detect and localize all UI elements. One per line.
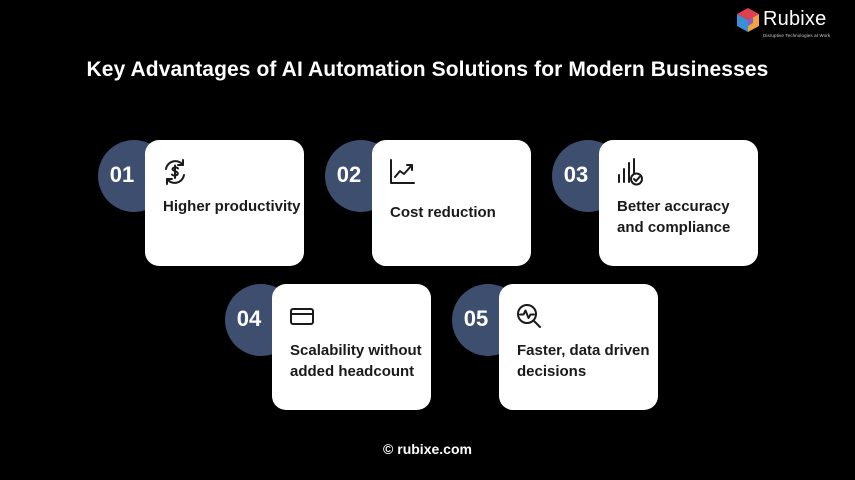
cube-logo-icon — [737, 8, 759, 32]
advantage-label: Faster, data driven decisions — [517, 342, 650, 380]
advantage-label: Scalability without added headcount — [290, 342, 422, 380]
card-icon — [290, 308, 314, 325]
advantage-item-01: 01 Higher productivity — [98, 140, 304, 266]
advantage-label: Better accuracy and compliance — [617, 198, 731, 236]
brand-tagline: Disruptive Technologies at Work — [763, 33, 831, 38]
advantage-card: Higher productivity — [145, 140, 304, 266]
item-number: 05 — [463, 306, 489, 331]
bars-check-icon — [618, 158, 643, 186]
advantage-item-04: 04 Scalability without added headcount — [225, 284, 431, 410]
advantage-card: Cost reduction — [372, 140, 531, 266]
advantage-item-03: 03 Better accuracy and compliance — [552, 140, 758, 266]
advantage-label: Higher productivity — [163, 198, 301, 215]
advantage-item-05: 05 Faster, data driven decisions — [452, 284, 658, 410]
footer-copyright: © rubixe.com — [383, 441, 472, 457]
advantage-card: Better accuracy and compliance — [599, 140, 758, 266]
dollar-cycle-icon — [165, 159, 185, 185]
item-number: 04 — [236, 306, 262, 331]
trend-chart-icon — [390, 159, 415, 184]
item-number: 03 — [563, 162, 589, 187]
page-title: Key Advantages of AI Automation Solution… — [86, 58, 769, 81]
advantage-card: Faster, data driven decisions — [499, 284, 658, 410]
advantage-label: Cost reduction — [390, 204, 496, 221]
item-number: 02 — [336, 162, 362, 187]
advantage-card: Scalability without added headcount — [272, 284, 431, 410]
brand-logo: Rubixe Disruptive Technologies at Work — [736, 6, 846, 40]
magnifier-pulse-icon — [517, 304, 541, 328]
advantage-item-02: 02 Cost reduction — [325, 140, 531, 266]
item-number: 01 — [109, 162, 135, 187]
brand-name: Rubixe — [763, 8, 827, 30]
